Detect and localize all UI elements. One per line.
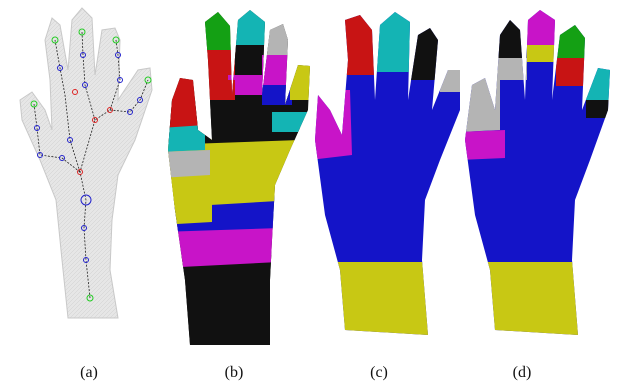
seg-wrist-yellow (460, 262, 617, 342)
seg-pinky-cyan (586, 55, 617, 100)
seg-index-green (200, 0, 235, 50)
seg-pinky-black (586, 100, 617, 118)
seg-index-base-red (195, 80, 235, 100)
mesh-hand (20, 8, 152, 318)
seg-ring-black (410, 0, 440, 80)
seg-ring-green (556, 0, 586, 58)
seg-thumb-magenta (310, 90, 352, 160)
panel-c (310, 0, 470, 385)
seg-index-red (338, 0, 374, 75)
caption-a: (a) (69, 364, 109, 382)
seg-pinky-gray (440, 55, 470, 92)
seg-ring-gray (265, 0, 290, 55)
seg-index-black (495, 0, 527, 58)
panel-b (160, 0, 320, 385)
seg-ring-red (556, 58, 586, 86)
seg-thumb-gray (160, 150, 210, 178)
seg-thumb-cyan (160, 125, 205, 152)
caption-d: (d) (502, 364, 542, 382)
seg-wrist (160, 255, 320, 355)
seg-pinky-cyan (272, 112, 310, 132)
seg-thumb-red (160, 75, 200, 128)
seg-thumb-yellow (160, 176, 212, 225)
seg-middle-cyan (374, 0, 410, 72)
seg-middle-cyan (235, 0, 265, 45)
seg-middle-magenta (527, 0, 556, 45)
seg-ring-blue (262, 85, 292, 105)
panel-d (460, 0, 617, 385)
seg-middle-yellow (527, 45, 556, 62)
seg-thumb-gray (460, 70, 500, 132)
seg-ring-magenta (262, 55, 292, 85)
seg-middle-black (235, 45, 265, 75)
caption-c: (c) (359, 364, 399, 382)
seg-index-gray (495, 58, 527, 80)
seg-pinky-yellow (290, 55, 320, 100)
seg-wrist-yellow (310, 262, 470, 342)
panel-a (20, 8, 152, 318)
seg-thumb-magenta (460, 130, 505, 160)
caption-b: (b) (214, 364, 254, 382)
